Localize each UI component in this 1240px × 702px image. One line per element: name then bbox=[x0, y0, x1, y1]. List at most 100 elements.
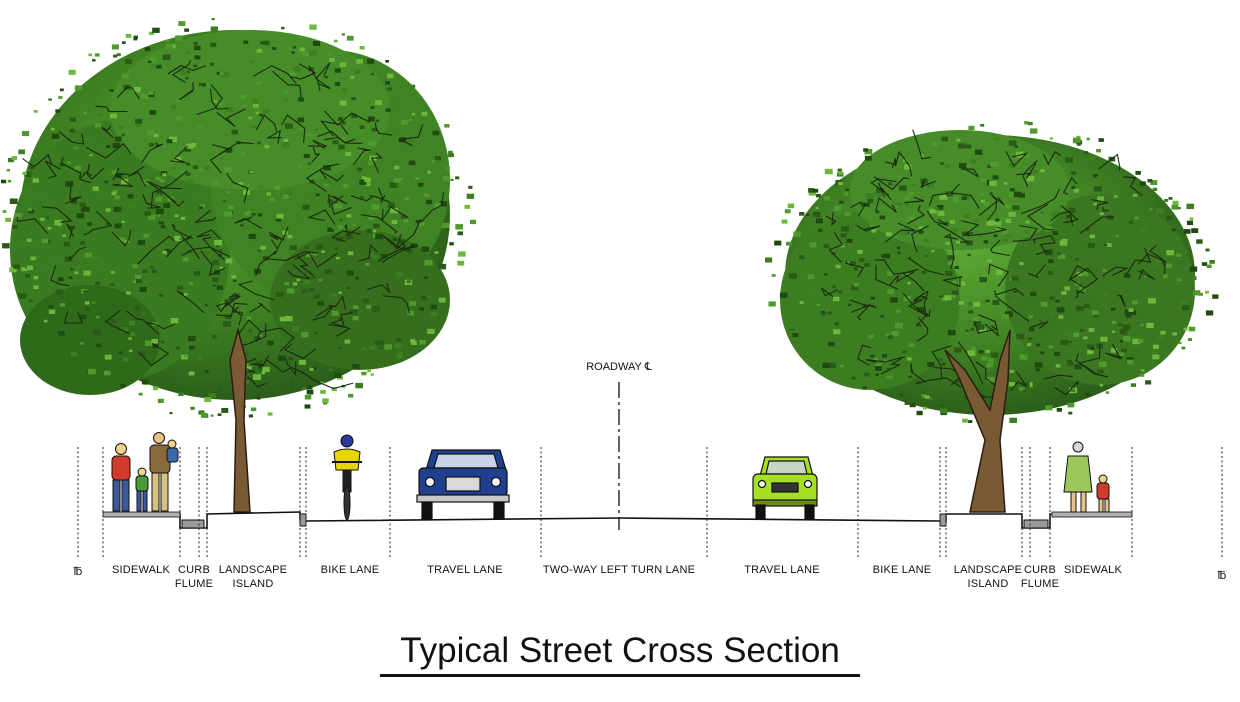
branch-scribble bbox=[420, 192, 444, 223]
foliage-speck bbox=[980, 200, 985, 203]
foliage-speck bbox=[1028, 122, 1033, 126]
foliage-speck bbox=[1039, 320, 1043, 323]
foliage-speck bbox=[346, 214, 352, 218]
foliage-speck bbox=[216, 71, 221, 75]
branch-scribble bbox=[320, 120, 349, 137]
foliage-speck bbox=[371, 204, 379, 210]
branch-scribble bbox=[1060, 204, 1079, 224]
branch-scribble bbox=[253, 65, 297, 84]
foliage-speck bbox=[808, 190, 816, 196]
foliage-speck bbox=[1054, 351, 1061, 357]
foliage-speck bbox=[289, 245, 297, 251]
foliage-speck bbox=[151, 312, 155, 315]
foliage-speck bbox=[1084, 151, 1088, 154]
foliage-speck bbox=[896, 309, 901, 313]
foliage-speck bbox=[5, 217, 12, 222]
branch-scribble bbox=[165, 235, 192, 258]
foliage-speck bbox=[1172, 200, 1179, 205]
foliage-speck bbox=[266, 192, 271, 196]
zone-label-two-way-left-turn-lane: TWO-WAY LEFT TURN LANE bbox=[543, 564, 695, 576]
foliage-speck bbox=[148, 214, 156, 220]
foliage-speck bbox=[144, 47, 151, 52]
foliage-speck bbox=[114, 195, 120, 200]
foliage-speck bbox=[147, 90, 154, 95]
foliage-speck bbox=[993, 234, 998, 238]
branch-scribble bbox=[311, 147, 321, 163]
foliage-speck bbox=[1145, 380, 1152, 385]
left-tree bbox=[1, 18, 477, 513]
foliage-speck bbox=[84, 307, 90, 311]
foliage-speck bbox=[1139, 227, 1147, 232]
foliage-speck bbox=[939, 295, 943, 298]
foliage-speck bbox=[243, 105, 247, 108]
foliage-speck bbox=[95, 315, 100, 319]
branch-scribble bbox=[289, 63, 317, 80]
foliage-speck bbox=[1118, 323, 1123, 327]
foliage-speck bbox=[6, 169, 10, 172]
branch-scribble bbox=[234, 216, 263, 229]
branch-scribble bbox=[912, 292, 928, 303]
zone-label-sidewalk-left: SIDEWALK bbox=[112, 564, 171, 576]
foliage-speck bbox=[320, 381, 324, 384]
foliage-speck bbox=[409, 301, 416, 306]
branch-scribble bbox=[1016, 163, 1037, 179]
foliage-speck bbox=[379, 346, 384, 350]
sidewalk-left-slab bbox=[102, 511, 181, 518]
branch-scribble bbox=[141, 143, 164, 164]
branch-scribble bbox=[1078, 343, 1101, 375]
foliage-speck bbox=[345, 234, 353, 240]
foliage-speck bbox=[466, 193, 475, 199]
foliage-speck bbox=[844, 192, 849, 196]
branch-scribble bbox=[95, 105, 128, 113]
foliage-speck bbox=[399, 137, 406, 143]
foliage-speck bbox=[980, 193, 984, 196]
foliage-speck bbox=[385, 81, 390, 85]
zone-label-curb-flume-right: CURB bbox=[1024, 564, 1056, 576]
foliage-speck bbox=[918, 226, 924, 230]
foliage-speck bbox=[1065, 157, 1073, 163]
foliage-speck bbox=[169, 136, 177, 143]
foliage-speck bbox=[1132, 338, 1141, 345]
foliage-speck bbox=[1132, 193, 1138, 197]
foliage-speck bbox=[976, 324, 985, 330]
branch-scribble bbox=[395, 219, 422, 251]
foliage-speck bbox=[355, 382, 363, 389]
foliage-speck bbox=[253, 374, 261, 380]
foliage-speck bbox=[947, 329, 956, 336]
foliage-speck bbox=[430, 304, 437, 310]
foliage-speck bbox=[1152, 354, 1160, 360]
foliage-speck bbox=[1016, 333, 1025, 340]
branch-scribble bbox=[66, 223, 74, 240]
foliage-speck bbox=[1111, 320, 1116, 324]
foliage-speck bbox=[281, 142, 290, 148]
foliage-speck bbox=[859, 258, 865, 262]
foliage-speck bbox=[840, 364, 844, 368]
foliage-speck bbox=[924, 238, 929, 242]
branch-scribble bbox=[85, 142, 132, 159]
foliage-speck bbox=[323, 165, 331, 171]
foliage-speck bbox=[317, 301, 324, 306]
foliage-speck bbox=[851, 285, 859, 291]
foliage-speck bbox=[331, 225, 337, 229]
foliage-speck bbox=[964, 213, 971, 218]
foliage-speck bbox=[339, 100, 347, 106]
foliage-speck bbox=[1141, 369, 1145, 372]
foliage-speck bbox=[248, 233, 256, 239]
foliage-speck bbox=[847, 261, 851, 264]
foliage-speck bbox=[252, 103, 259, 108]
foliage-speck bbox=[949, 220, 955, 224]
foliage-speck bbox=[148, 57, 157, 63]
foliage-speck bbox=[7, 180, 12, 183]
foliage-speck bbox=[995, 269, 1003, 275]
foliage-speck bbox=[30, 256, 36, 261]
foliage-speck bbox=[204, 83, 209, 87]
foliage-speck bbox=[405, 248, 411, 252]
foliage-speck bbox=[92, 255, 100, 261]
foliage-speck bbox=[1186, 203, 1195, 209]
foliage-speck bbox=[789, 323, 797, 330]
foliage-speck bbox=[1090, 347, 1095, 351]
foliage-speck bbox=[1191, 276, 1197, 280]
branch-scribble bbox=[287, 264, 311, 280]
foliage-speck bbox=[941, 136, 948, 142]
foliage-speck bbox=[147, 60, 152, 63]
